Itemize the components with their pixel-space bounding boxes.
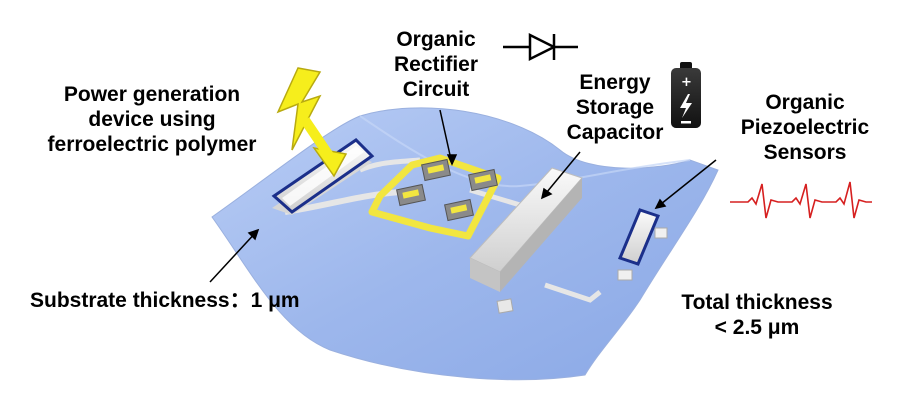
battery-icon: + [671,62,701,128]
substrate-arrow [209,229,259,283]
rectifier-label: Organic Rectifier Circuit [372,27,500,102]
wire [469,187,521,208]
sensors-arrow [655,159,717,209]
capacitor-label-line: Storage [575,96,655,119]
power-device-label-line: device using [88,108,216,131]
svg-text:+: + [681,75,692,90]
power-device-label-line: ferroelectric polymer [47,133,257,156]
total-thickness-label-line: < 2.5 μm [714,316,800,339]
diode-chip [444,198,474,222]
sensors-label-line: Organic [765,91,845,114]
diode-chip [468,168,498,192]
substrate-thickness-label: Substrate thickness：1 μm [30,289,300,312]
substrate-fold [359,115,691,188]
rectifier-label-line: Rectifier [393,53,479,76]
total-thickness-label: Total thickness < 2.5 μm [662,290,852,340]
piezoelectric-sensor [617,208,668,281]
energy-storage-capacitor [469,167,583,314]
sensor-signal [730,181,872,219]
sensors-label: Organic Piezoelectric Sensors [726,90,884,165]
diode-chip [396,183,426,207]
capacitor-label-line: Energy [579,71,651,94]
rectifier-label-line: Circuit [402,78,470,101]
capacitor-arrow [541,151,581,199]
total-thickness-label-line: Total thickness [681,291,833,314]
capacitor-label-line: Capacitor [566,121,664,144]
wire [359,157,421,173]
power-device-label-line: Power generation [63,83,241,106]
wire [544,282,602,303]
diode-chip [421,158,451,182]
capacitor-label: Energy Storage Capacitor [556,70,674,145]
diode-symbol-icon [503,32,578,62]
sensors-label-line: Sensors [763,141,847,164]
power-device-label: Power generation device using ferroelect… [40,82,264,157]
rectifier-trace [368,154,502,240]
rectifier-label-line: Organic [396,28,476,51]
sensors-label-line: Piezoelectric [740,116,870,139]
